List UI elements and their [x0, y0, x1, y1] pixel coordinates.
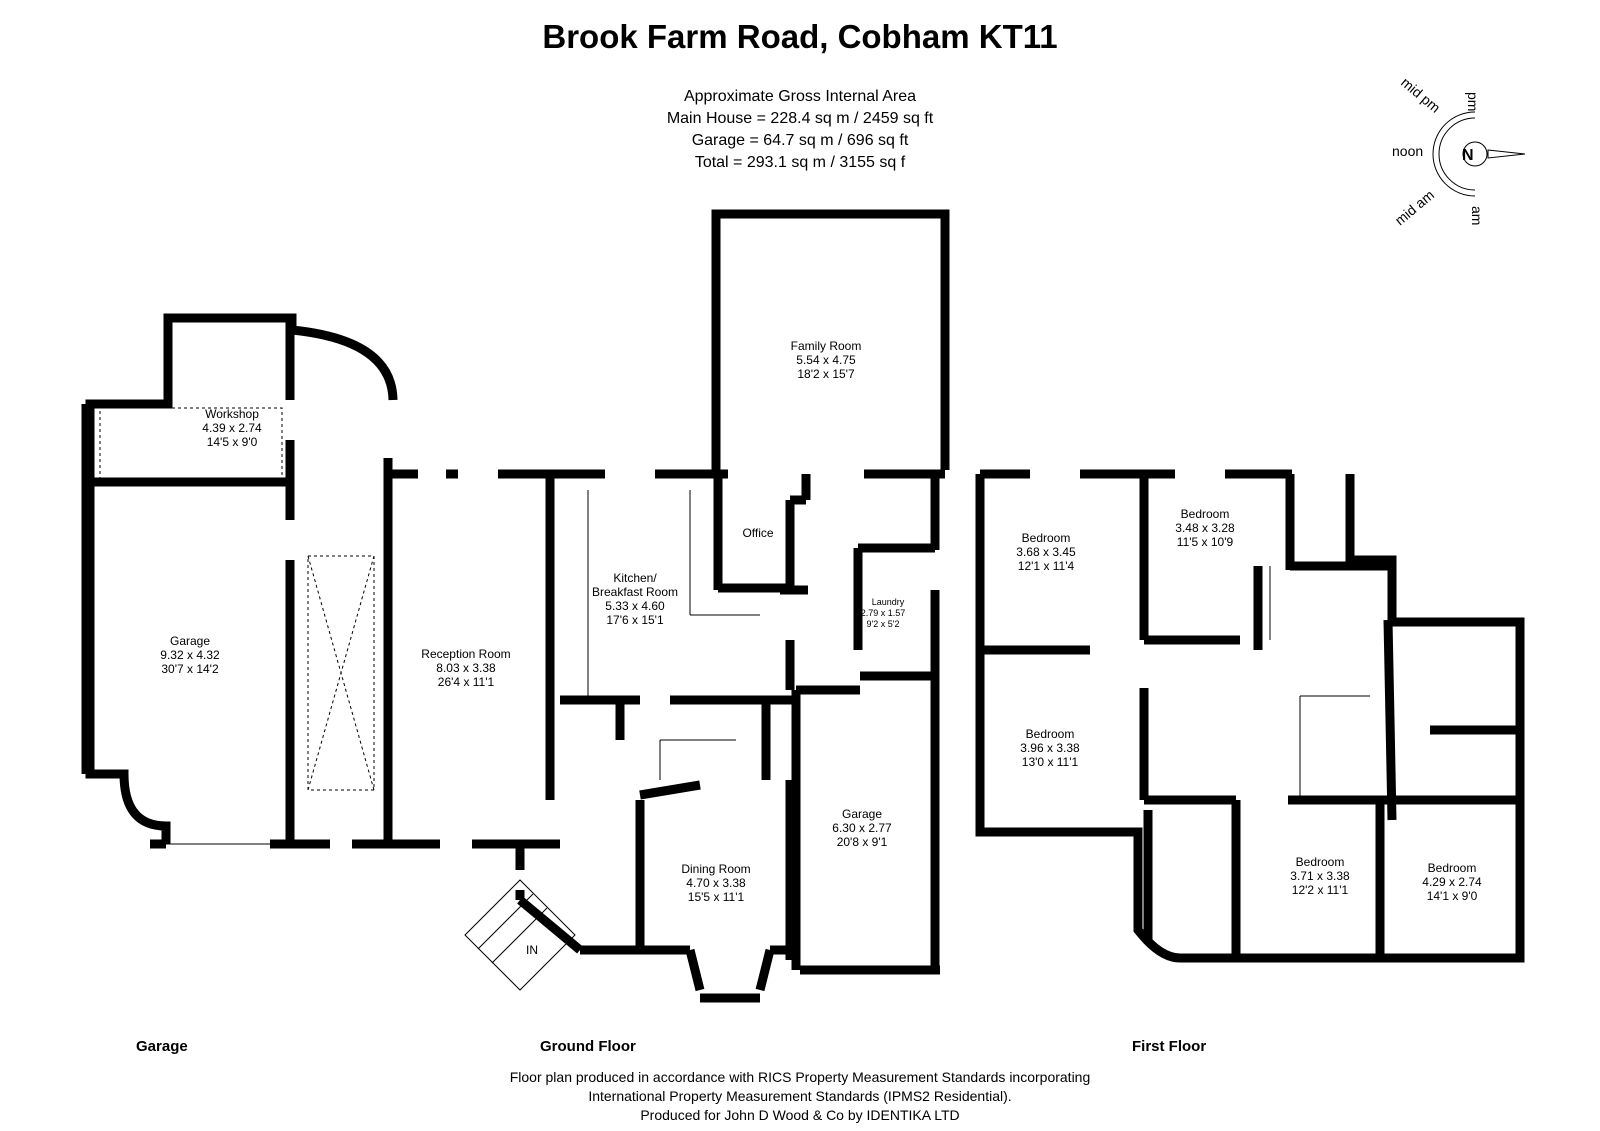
room-family: Family Room 5.54 x 4.75 18'2 x 15'7 [791, 339, 862, 381]
room-imperial: 18'2 x 15'7 [797, 367, 855, 381]
page-title: Brook Farm Road, Cobham KT11 [542, 18, 1058, 55]
compass-mid-am: mid am [1392, 187, 1437, 229]
floor-label-garage: Garage [136, 1038, 188, 1055]
area-total: Total = 293.1 sq m / 3155 sq f [694, 154, 906, 171]
room-imperial: 12'2 x 11'1 [1292, 883, 1349, 897]
room-name: Workshop [205, 407, 259, 421]
compass-noon: noon [1392, 143, 1423, 159]
room-metric: 2.79 x 1.57 [861, 608, 906, 618]
garage-building [81, 313, 398, 849]
room-garage-left: Garage 9.32 x 4.32 30'7 x 14'2 [160, 634, 220, 676]
room-name: Office [742, 526, 773, 540]
room-name: Kitchen/ [613, 571, 657, 585]
compass-icon [1432, 111, 1526, 197]
room-bedroom-2: Bedroom 3.48 x 3.28 11'5 x 10'9 [1175, 507, 1235, 549]
room-reception: Reception Room 8.03 x 3.38 26'4 x 11'1 [421, 647, 510, 689]
room-dining: Dining Room 4.70 x 3.38 15'5 x 11'1 [681, 862, 750, 904]
room-name: Bedroom [1026, 727, 1075, 741]
room-name: Laundry [872, 597, 905, 607]
room-imperial: 30'7 x 14'2 [161, 662, 219, 676]
room-bedroom-5: Bedroom 4.29 x 2.74 14'1 x 9'0 [1422, 861, 1482, 903]
parking-outline [307, 555, 375, 791]
room-name: Garage [170, 634, 210, 648]
room-imperial: 17'6 x 15'1 [606, 613, 664, 627]
room-imperial: 9'2 x 5'2 [867, 619, 900, 629]
room-name: Bedroom [1428, 861, 1477, 875]
room-imperial: 26'4 x 11'1 [438, 675, 495, 689]
room-name: Dining Room [681, 862, 750, 876]
room-imperial: 20'8 x 9'1 [837, 835, 888, 849]
area-summary: Approximate Gross Internal Area Main Hou… [500, 86, 1100, 174]
room-metric: 5.54 x 4.75 [796, 353, 856, 367]
room-metric: 3.68 x 3.45 [1016, 545, 1076, 559]
footer-line-2: International Property Measurement Stand… [588, 1088, 1012, 1104]
entrance-steps [464, 879, 576, 991]
room-name: Bedroom [1296, 855, 1345, 869]
room-metric: 4.29 x 2.74 [1422, 875, 1482, 889]
compass-mid-pm: mid pm [1398, 74, 1443, 116]
floor-label-ground: Ground Floor [540, 1038, 636, 1055]
room-imperial: 12'1 x 11'4 [1018, 559, 1075, 573]
compass-north: N [1462, 147, 1474, 164]
area-garage: Garage = 64.7 sq m / 696 sq ft [691, 132, 909, 149]
room-imperial: 11'5 x 10'9 [1177, 535, 1234, 549]
room-name: Breakfast Room [592, 585, 678, 599]
room-metric: 5.33 x 4.60 [605, 599, 665, 613]
room-imperial: 14'1 x 9'0 [1427, 889, 1478, 903]
room-name: Bedroom [1181, 507, 1230, 521]
room-name: Reception Room [421, 647, 510, 661]
room-bedroom-4: Bedroom 3.71 x 3.38 12'2 x 11'1 [1290, 855, 1350, 897]
footer-line-1: Floor plan produced in accordance with R… [509, 1069, 1091, 1085]
compass-pm: pm [1465, 92, 1481, 111]
ground-floor-walls [384, 209, 950, 1003]
floor-label-first: First Floor [1132, 1038, 1207, 1055]
room-metric: 8.03 x 3.38 [436, 661, 496, 675]
room-name: Bedroom [1022, 531, 1071, 545]
room-metric: 3.48 x 3.28 [1175, 521, 1235, 535]
room-entrance: IN [526, 943, 538, 957]
room-workshop: Workshop 4.39 x 2.74 14'5 x 9'0 [202, 407, 262, 449]
room-garage-right: Garage 6.30 x 2.77 20'8 x 9'1 [832, 807, 892, 849]
room-kitchen: Kitchen/ Breakfast Room 5.33 x 4.60 17'6… [592, 571, 678, 627]
room-metric: 3.71 x 3.38 [1290, 869, 1350, 883]
area-heading: Approximate Gross Internal Area [683, 88, 917, 105]
room-metric: 4.70 x 3.38 [686, 876, 746, 890]
workshop-outline [99, 407, 283, 479]
compass-am: am [1469, 206, 1485, 225]
room-bedroom-1: Bedroom 3.68 x 3.45 12'1 x 11'4 [1016, 531, 1076, 573]
room-imperial: 14'5 x 9'0 [207, 435, 258, 449]
first-floor-walls [975, 469, 1525, 963]
room-laundry: Laundry 2.79 x 1.57 9'2 x 5'2 [861, 597, 906, 629]
room-imperial: 15'5 x 11'1 [688, 890, 745, 904]
room-office: Office [742, 526, 773, 540]
room-metric: 4.39 x 2.74 [202, 421, 262, 435]
room-imperial: 13'0 x 11'1 [1022, 755, 1079, 769]
area-main-house: Main House = 228.4 sq m / 2459 sq ft [666, 110, 934, 127]
room-name: IN [526, 943, 538, 957]
room-metric: 3.96 x 3.38 [1020, 741, 1080, 755]
room-metric: 9.32 x 4.32 [160, 648, 220, 662]
footer-note: Floor plan produced in accordance with R… [300, 1068, 1300, 1125]
room-bedroom-3: Bedroom 3.96 x 3.38 13'0 x 11'1 [1020, 727, 1080, 769]
room-name: Family Room [791, 339, 862, 353]
room-metric: 6.30 x 2.77 [832, 821, 892, 835]
room-name: Garage [842, 807, 882, 821]
footer-line-3: Produced for John D Wood & Co by IDENTIK… [640, 1107, 960, 1123]
